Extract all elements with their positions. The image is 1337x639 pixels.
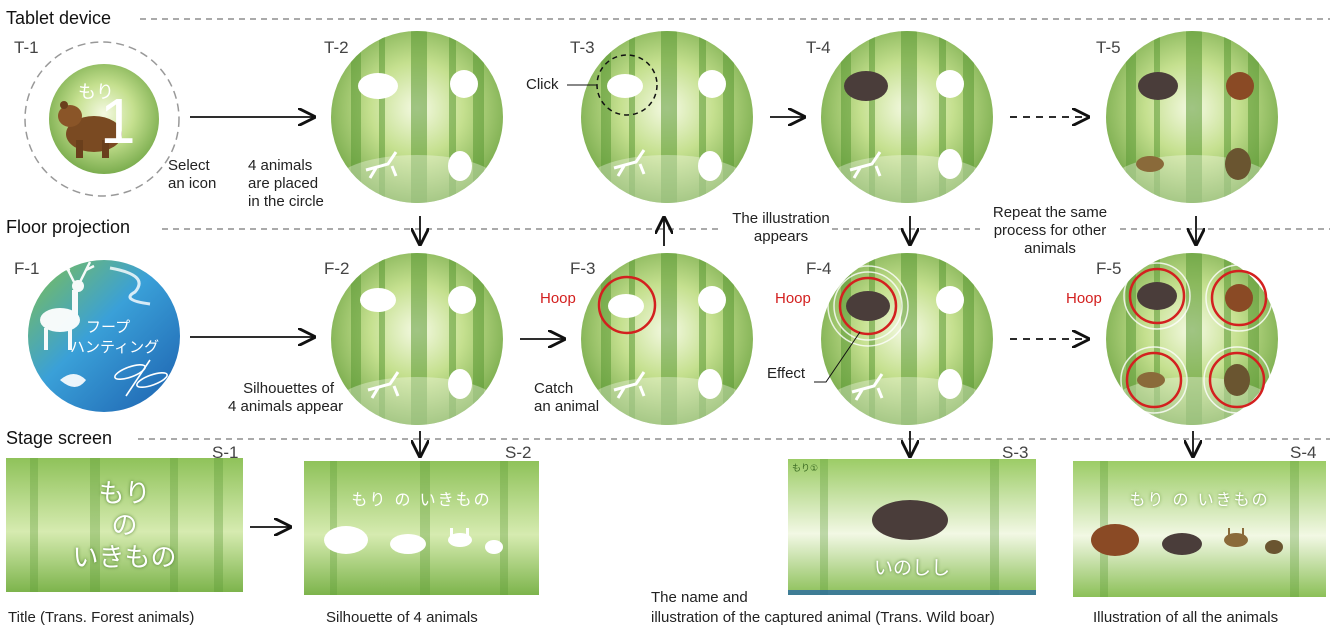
section-floor: Floor projection [6, 217, 130, 238]
label-s4: S-4 [1290, 443, 1316, 463]
label-t5: T-5 [1096, 38, 1121, 58]
note-select-icon: Select an icon [168, 157, 216, 193]
f1-title-line1: フープ [86, 316, 130, 337]
s3-boar [872, 500, 948, 540]
section-tablet: Tablet device [6, 8, 111, 29]
caption-s2: Silhouette of 4 animals [326, 609, 478, 626]
note-catch: Catch an animal [534, 380, 599, 416]
caption-s1: Title (Trans. Forest animals) [8, 609, 194, 626]
label-t2: T-2 [324, 38, 349, 58]
label-f3: F-3 [570, 259, 596, 279]
caption-s3-line2: illustration of the captured animal (Tra… [651, 609, 995, 626]
caption-s4: Illustration of all the animals [1093, 609, 1278, 626]
s2-title: もり の いきもの [304, 486, 539, 510]
s4-title: もり の いきもの [1073, 486, 1326, 510]
note-hoop-f5: Hoop [1066, 290, 1102, 308]
caption-s3-line1: The name and [651, 589, 748, 606]
s3-animal-name: いのしし [788, 553, 1036, 580]
s1-title-line1: もり [6, 478, 243, 510]
note-click: Click [526, 76, 559, 94]
label-s1: S-1 [212, 443, 238, 463]
f1-title-line2: ハンティング [70, 336, 159, 357]
label-t3: T-3 [570, 38, 595, 58]
note-illustration-appears: The illustration appears [720, 210, 842, 246]
note-hoop-f4: Hoop [775, 290, 811, 308]
label-t4: T-4 [806, 38, 831, 58]
label-s3: S-3 [1002, 443, 1028, 463]
s1-title-line2: の [6, 510, 243, 542]
note-effect: Effect [767, 365, 805, 383]
section-stage: Stage screen [6, 428, 112, 449]
t1-icon-number: 1 [100, 86, 136, 156]
label-f5: F-5 [1096, 259, 1122, 279]
s1-title: もり の いきもの [6, 478, 243, 574]
label-f2: F-2 [324, 259, 350, 279]
note-silhouettes-appear: Silhouettes of 4 animals appear [228, 380, 334, 416]
s1-title-line3: いきもの [6, 542, 243, 574]
label-s2: S-2 [505, 443, 531, 463]
note-placed: 4 animals are placed in the circle [248, 157, 324, 211]
note-repeat: Repeat the same process for other animal… [976, 204, 1124, 258]
label-t1: T-1 [14, 38, 39, 58]
s3-corner: もり① [792, 461, 818, 474]
label-f1: F-1 [14, 259, 40, 279]
label-f4: F-4 [806, 259, 832, 279]
note-hoop-f3: Hoop [540, 290, 576, 308]
